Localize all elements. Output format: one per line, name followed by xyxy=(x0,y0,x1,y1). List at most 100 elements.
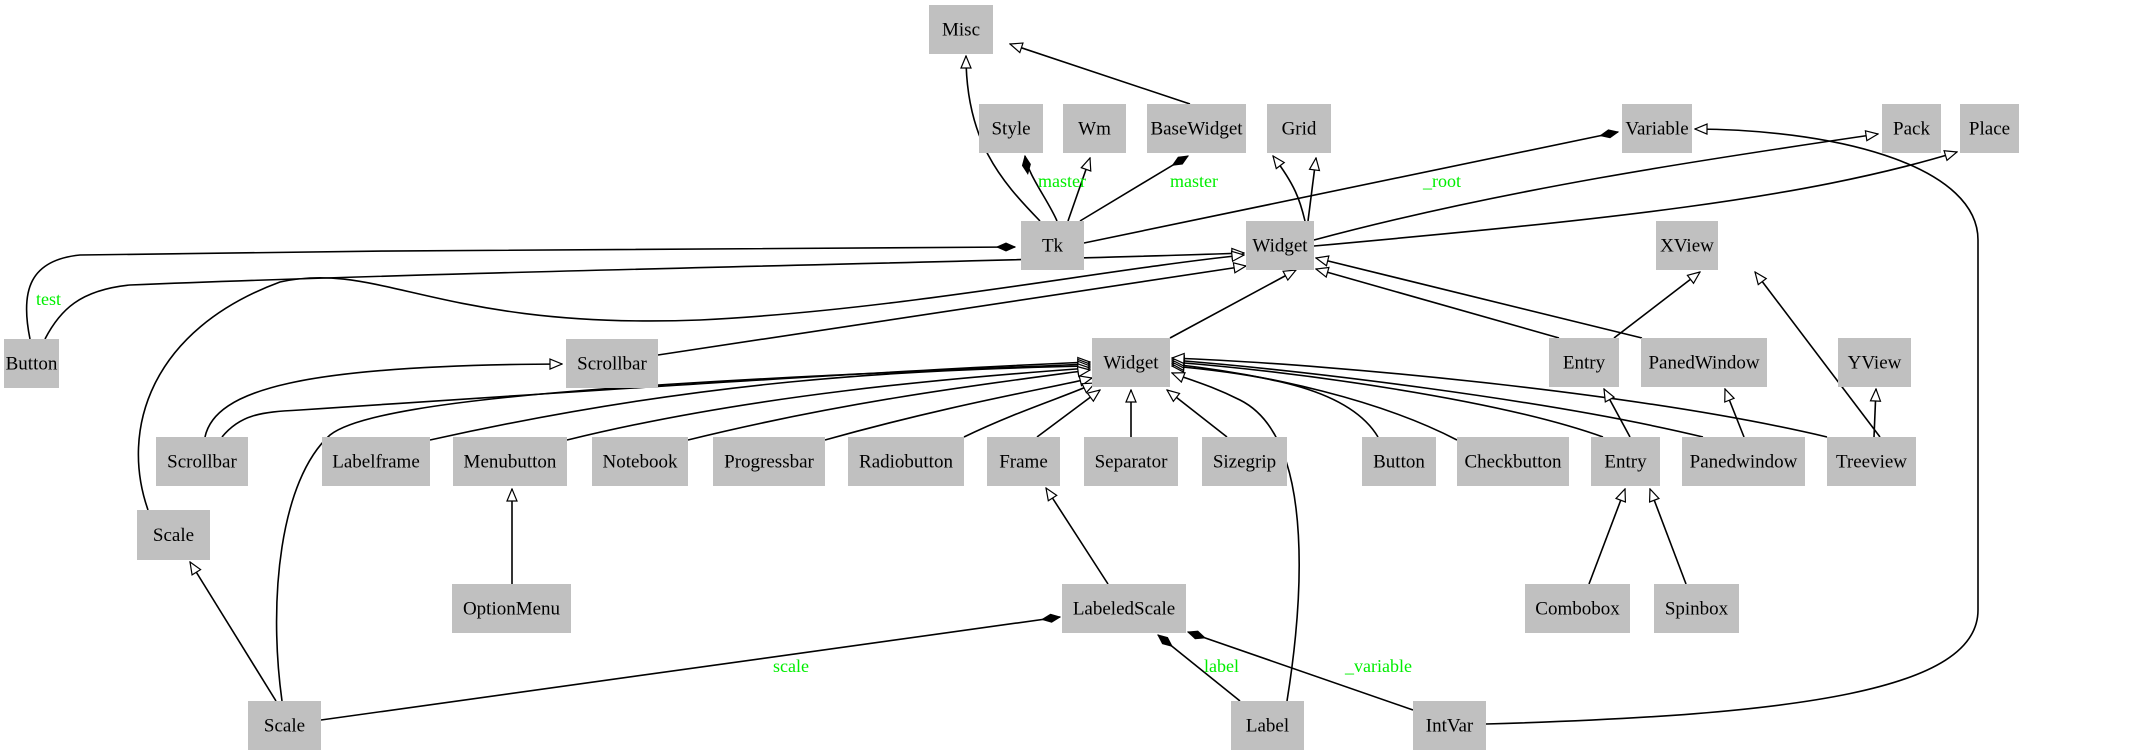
composition-arrow xyxy=(1025,156,1058,222)
node-label: Variable xyxy=(1625,119,1688,140)
node-treeview[interactable]: Treeview xyxy=(1827,437,1916,486)
inheritance-arrow xyxy=(1316,258,1643,339)
node-label: BaseWidget xyxy=(1150,119,1243,140)
edge-label: _variable xyxy=(1344,656,1412,676)
inheritance-arrow xyxy=(1313,152,1957,247)
inheritance-arrow xyxy=(566,368,1090,441)
node-label: Widget xyxy=(1103,353,1159,374)
node-label: LabeledScale xyxy=(1073,599,1175,620)
node-label: Tk xyxy=(1042,236,1064,257)
node-labelframe[interactable]: Labelframe xyxy=(322,437,430,486)
node-labeledscale[interactable]: LabeledScale xyxy=(1062,584,1186,633)
node-box xyxy=(566,339,658,388)
edge-spinbox-to-entry_ttk xyxy=(1650,489,1687,585)
edge-basewidget-to-misc xyxy=(1010,44,1191,105)
node-box xyxy=(1960,104,2019,153)
node-label: Grid xyxy=(1282,119,1317,140)
inheritance-arrow xyxy=(1273,156,1306,222)
edge-treeview-to-yview xyxy=(1874,389,1876,438)
node-radiobutton[interactable]: Radiobutton xyxy=(848,437,964,486)
edge-widget_ttk-to-widget_tk xyxy=(1169,270,1296,339)
node-notebook[interactable]: Notebook xyxy=(592,437,688,486)
node-label: Separator xyxy=(1095,452,1168,473)
inheritance-arrow xyxy=(1167,390,1228,438)
inheritance-arrow xyxy=(204,364,562,438)
node-box xyxy=(1063,104,1126,153)
inheritance-arrow xyxy=(1172,360,1704,438)
node-label: Place xyxy=(1969,119,2010,140)
edge-label: master xyxy=(1170,171,1218,191)
node-combobox[interactable]: Combobox xyxy=(1525,584,1630,633)
inheritance-arrow xyxy=(824,378,1092,441)
inheritance-arrow xyxy=(1046,488,1109,585)
inheritance-arrow xyxy=(1313,134,1878,241)
inheritance-arrow xyxy=(1169,270,1296,339)
node-widget-ttk[interactable]: Widget xyxy=(1092,338,1170,387)
node-scrollbar-tk[interactable]: Scrollbar xyxy=(566,339,658,388)
node-box xyxy=(1147,104,1246,153)
inheritance-arrow xyxy=(1874,389,1876,438)
node-scale-ttk[interactable]: Scale xyxy=(248,701,321,750)
node-box xyxy=(1062,584,1186,633)
node-basewidget[interactable]: BaseWidget xyxy=(1147,104,1246,153)
node-widget-tk[interactable]: Widget xyxy=(1246,221,1314,270)
edge-widget_tk-to-pack xyxy=(1313,134,1878,241)
node-xview[interactable]: XView xyxy=(1656,221,1718,270)
node-label: Scale xyxy=(264,716,305,737)
node-box xyxy=(1656,221,1718,270)
node-label: Frame xyxy=(999,452,1048,473)
node-label: Scrollbar xyxy=(577,354,647,375)
node-label: PanedWindow xyxy=(1648,353,1759,374)
node-label[interactable]: Label xyxy=(1231,701,1304,750)
edge-progressbar-to-widget_ttk xyxy=(824,378,1092,441)
node-scrollbar-ttk[interactable]: Scrollbar xyxy=(156,437,248,486)
edge-panedwindow_ttk-to-widget_ttk xyxy=(1172,360,1704,438)
inheritance-arrow xyxy=(1725,389,1745,438)
node-button-ttk[interactable]: Button xyxy=(1362,437,1436,486)
node-variable[interactable]: Variable xyxy=(1622,104,1692,153)
node-yview[interactable]: YView xyxy=(1838,338,1911,387)
inheritance-arrow xyxy=(1588,489,1625,585)
node-label: Notebook xyxy=(603,452,678,473)
inheritance-arrow xyxy=(687,370,1090,441)
node-misc[interactable]: Misc xyxy=(929,5,993,54)
node-tk[interactable]: Tk xyxy=(1021,221,1084,270)
node-box xyxy=(4,339,59,388)
node-pack[interactable]: Pack xyxy=(1882,104,1941,153)
edge-labelframe-to-widget_ttk xyxy=(429,366,1090,441)
node-scale-tk[interactable]: Scale xyxy=(137,510,210,560)
edge-notebook-to-widget_ttk xyxy=(687,370,1090,441)
inheritance-arrow xyxy=(275,364,1090,702)
node-place[interactable]: Place xyxy=(1960,104,2019,153)
node-grid[interactable]: Grid xyxy=(1267,104,1331,153)
node-label: Labelframe xyxy=(332,452,420,473)
edge-treeview-to-widget_ttk xyxy=(1172,358,1828,438)
edge-tk-to-wm xyxy=(1067,158,1090,222)
node-checkbutton[interactable]: Checkbutton xyxy=(1457,437,1569,486)
node-panedwindow-ttk[interactable]: Panedwindow xyxy=(1682,437,1805,486)
node-box xyxy=(1882,104,1941,153)
edge-tk-to-basewidget xyxy=(1079,155,1188,222)
node-menubutton[interactable]: Menubutton xyxy=(453,437,567,486)
node-box xyxy=(1202,437,1287,486)
node-spinbox[interactable]: Spinbox xyxy=(1654,584,1739,633)
node-entry-tk[interactable]: Entry xyxy=(1549,338,1619,387)
node-box xyxy=(1682,437,1805,486)
node-optionmenu[interactable]: OptionMenu xyxy=(452,584,571,633)
node-frame[interactable]: Frame xyxy=(987,437,1060,486)
node-sizegrip[interactable]: Sizegrip xyxy=(1202,437,1287,486)
node-box xyxy=(1622,104,1692,153)
node-panedwindow-tk[interactable]: PanedWindow xyxy=(1641,338,1767,387)
edge-widget_tk-to-grid xyxy=(1307,158,1316,222)
node-style[interactable]: Style xyxy=(979,104,1043,153)
node-box xyxy=(979,104,1043,153)
node-separator[interactable]: Separator xyxy=(1084,437,1178,486)
node-wm[interactable]: Wm xyxy=(1063,104,1126,153)
inheritance-arrow xyxy=(657,266,1246,356)
inheritance-arrow xyxy=(1485,129,1979,725)
node-box xyxy=(1413,701,1486,750)
node-button-tk[interactable]: Button xyxy=(4,339,59,388)
node-progressbar[interactable]: Progressbar xyxy=(713,437,825,486)
node-entry-ttk[interactable]: Entry xyxy=(1591,437,1660,486)
node-intvar[interactable]: IntVar xyxy=(1413,701,1486,750)
